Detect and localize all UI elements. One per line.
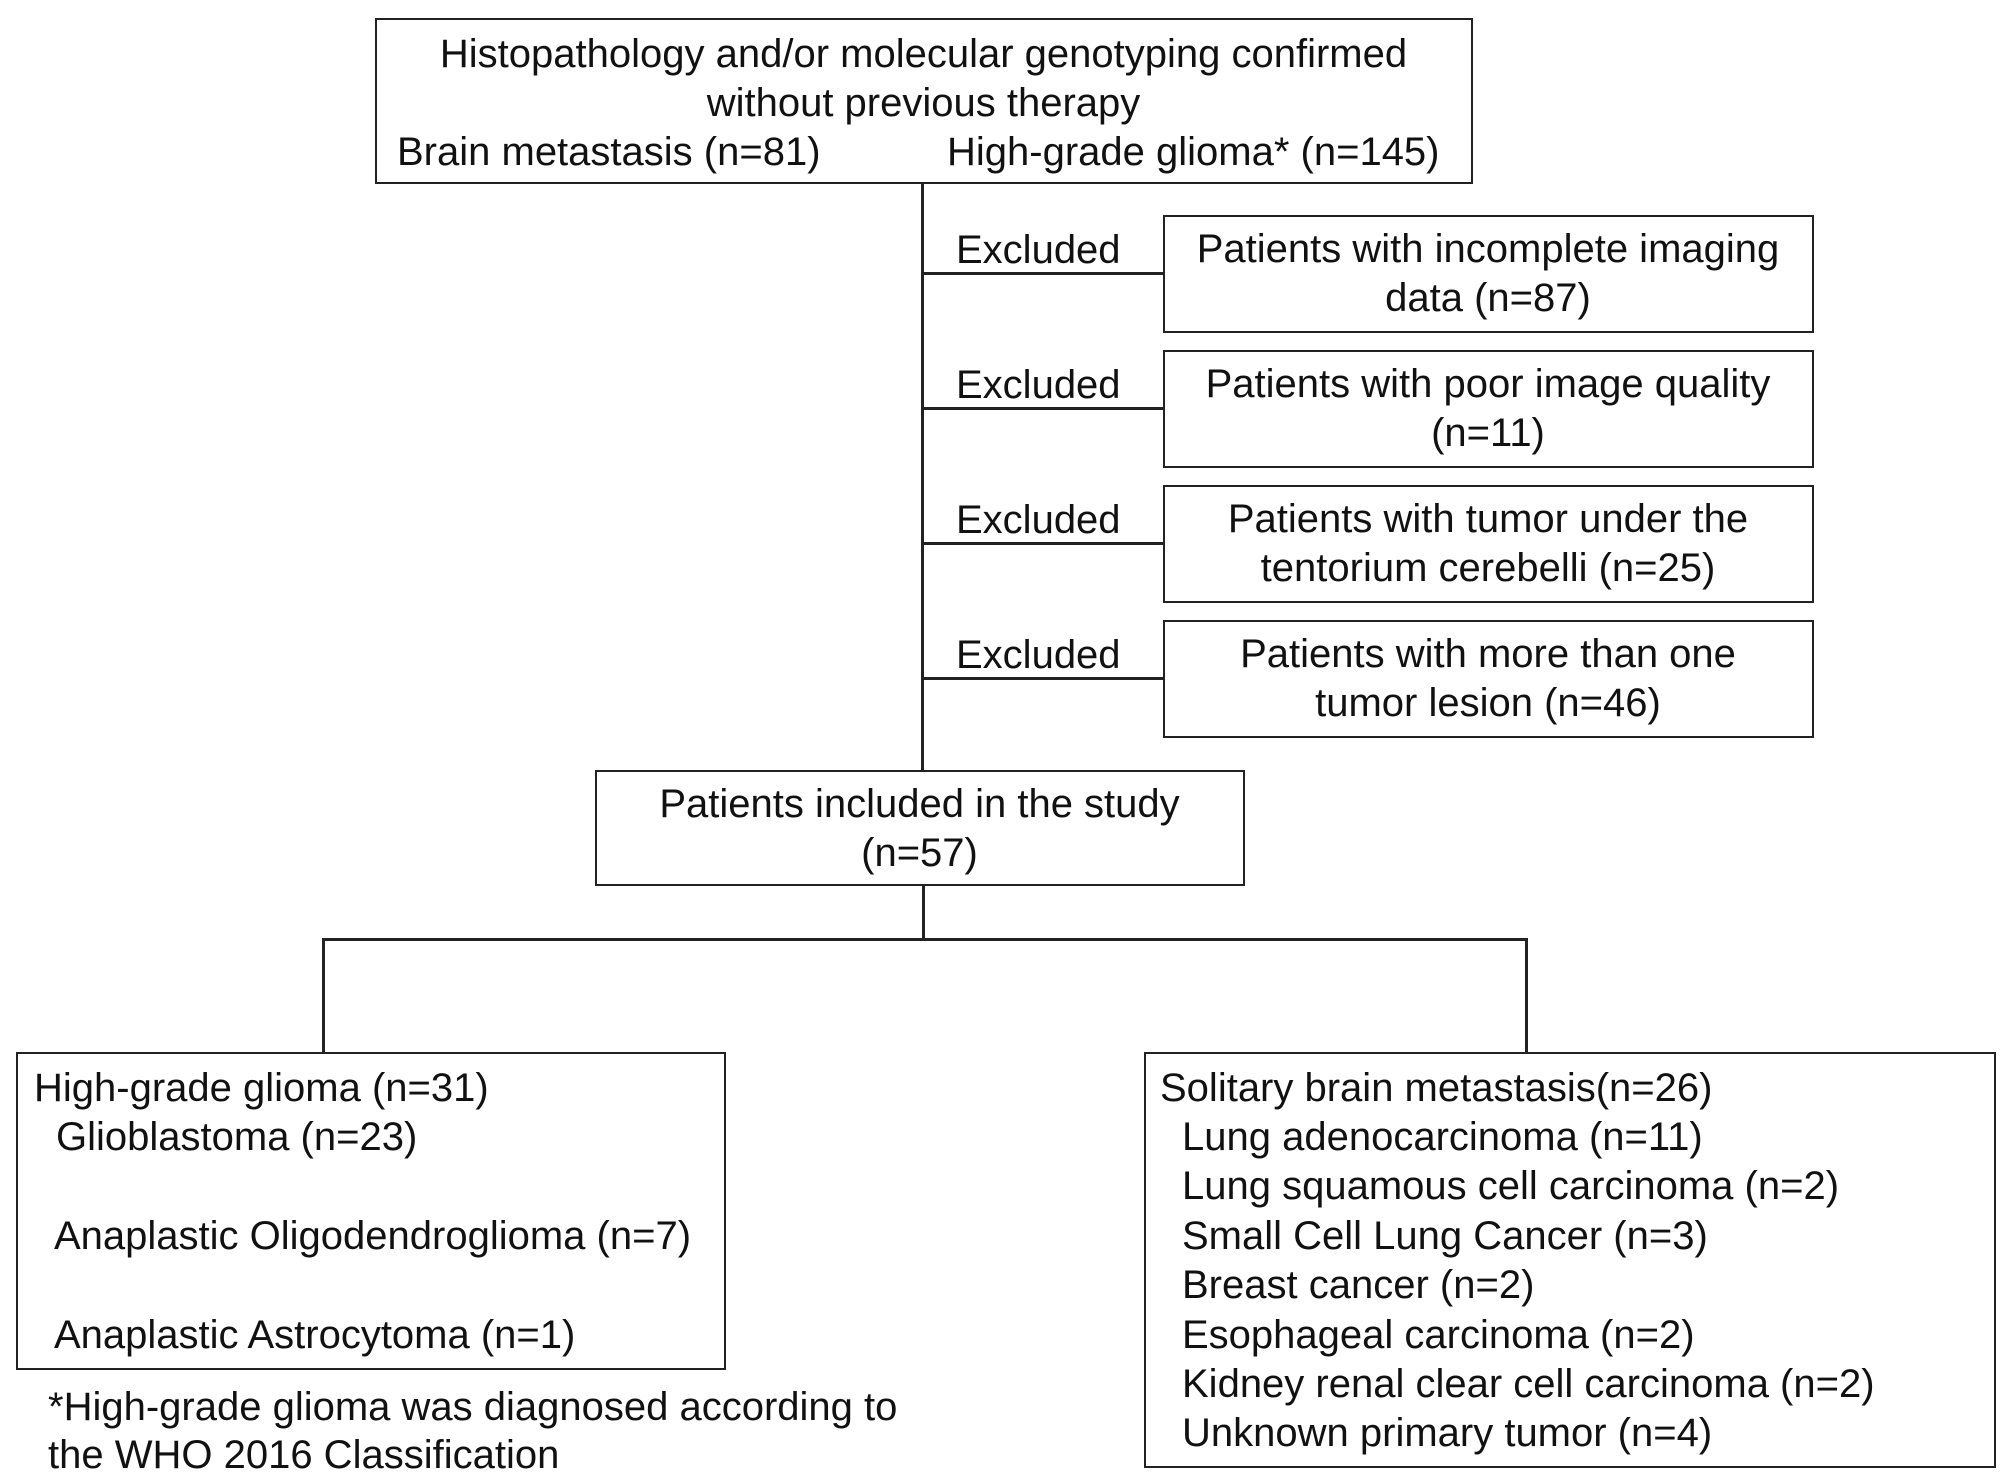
exclusion-1-line-1: Patients with incomplete imaging	[1196, 227, 1780, 271]
exclusion-box-4: Patients with more than one tumor lesion…	[1163, 620, 1814, 738]
exclusion-4-line-2: tumor lesion (n=46)	[1315, 681, 1661, 725]
source-box: Histopathology and/or molecular genotypi…	[375, 18, 1473, 184]
metastasis-item-3: Small Cell Lung Cancer (n=3)	[1182, 1214, 1708, 1258]
metastasis-item-2: Lung squamous cell carcinoma (n=2)	[1182, 1164, 1840, 1208]
exclusion-connector-2	[923, 407, 1165, 410]
included-line-1: Patients included in the study	[659, 782, 1180, 826]
trunk-connector	[921, 184, 924, 772]
glioma-item-2: Anaplastic Oligodendroglioma (n=7)	[54, 1214, 692, 1258]
metastasis-box: Solitary brain metastasis(n=26) Lung ade…	[1144, 1052, 1996, 1468]
glioma-item-3: Anaplastic Astrocytoma (n=1)	[54, 1313, 576, 1357]
exclusion-4-line-1: Patients with more than one	[1240, 632, 1736, 676]
metastasis-title: Solitary brain metastasis(n=26)	[1160, 1066, 1713, 1110]
excluded-label-3: Excluded	[956, 498, 1121, 542]
glioma-title: High-grade glioma (n=31)	[34, 1066, 489, 1110]
included-box: Patients included in the study (n=57)	[595, 770, 1245, 886]
footnote-line-1: *High-grade glioma was diagnosed accordi…	[48, 1385, 898, 1429]
metastasis-item-5: Esophageal carcinoma (n=2)	[1182, 1313, 1695, 1357]
exclusion-connector-1	[923, 272, 1165, 275]
source-line-1: Histopathology and/or molecular genotypi…	[439, 32, 1408, 76]
exclusion-connector-4	[923, 677, 1165, 680]
split-stem	[922, 886, 925, 938]
exclusion-3-line-1: Patients with tumor under the	[1227, 497, 1749, 541]
glioma-box: High-grade glioma (n=31) Glioblastoma (n…	[16, 1052, 726, 1370]
split-horizontal	[322, 938, 1528, 941]
source-high-grade-glioma: High-grade glioma* (n=145)	[947, 130, 1440, 174]
footnote-line-2: the WHO 2016 Classification	[48, 1433, 560, 1477]
exclusion-1-line-2: data (n=87)	[1385, 276, 1591, 320]
glioma-item-1: Glioblastoma (n=23)	[56, 1115, 418, 1159]
split-right-drop	[1525, 938, 1528, 1054]
split-left-drop	[322, 938, 325, 1054]
excluded-label-2: Excluded	[956, 363, 1121, 407]
source-line-2: without previous therapy	[706, 81, 1141, 125]
exclusion-box-2: Patients with poor image quality (n=11)	[1163, 350, 1814, 468]
excluded-label-4: Excluded	[956, 633, 1121, 677]
exclusion-box-1: Patients with incomplete imaging data (n…	[1163, 215, 1814, 333]
metastasis-item-4: Breast cancer (n=2)	[1182, 1263, 1535, 1307]
metastasis-item-1: Lung adenocarcinoma (n=11)	[1182, 1115, 1703, 1159]
metastasis-item-6: Kidney renal clear cell carcinoma (n=2)	[1182, 1362, 1875, 1406]
exclusion-2-line-1: Patients with poor image quality	[1205, 362, 1771, 406]
exclusion-3-line-2: tentorium cerebelli (n=25)	[1260, 546, 1716, 590]
excluded-label-1: Excluded	[956, 228, 1121, 272]
exclusion-connector-3	[923, 542, 1165, 545]
metastasis-item-7: Unknown primary tumor (n=4)	[1182, 1411, 1713, 1455]
exclusion-box-3: Patients with tumor under the tentorium …	[1163, 485, 1814, 603]
included-line-2: (n=57)	[861, 831, 978, 875]
source-brain-metastasis: Brain metastasis (n=81)	[397, 130, 821, 174]
exclusion-2-line-2: (n=11)	[1431, 411, 1545, 455]
